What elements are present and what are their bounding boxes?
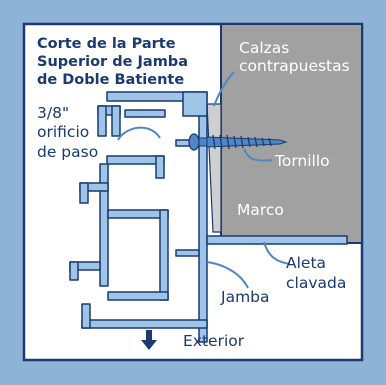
jamb-leader <box>206 261 249 289</box>
down-arrow-icon <box>141 330 157 350</box>
shim-wedge <box>206 103 222 233</box>
screw-leader <box>243 148 273 162</box>
fin-leader <box>263 241 291 265</box>
screw-icon <box>188 133 288 151</box>
hole-label: 3/8" orificio de paso <box>37 104 98 161</box>
screw-label: Tornillo <box>274 152 330 170</box>
jamb-profile <box>69 91 348 343</box>
shims-label: Calzas contrapuestas <box>239 39 350 75</box>
shim-leader <box>213 71 235 107</box>
jamb-label: Jamba <box>220 288 270 306</box>
frame-label: Marco <box>237 201 284 219</box>
exterior-label: Exterior <box>183 332 245 350</box>
fin-label: Aleta clavada <box>286 254 346 292</box>
diagram-title: Corte de la Parte Superior de Jamba de D… <box>37 36 193 88</box>
hole-leader <box>117 126 161 141</box>
frame-block <box>221 25 361 243</box>
leader-lines <box>117 71 291 289</box>
